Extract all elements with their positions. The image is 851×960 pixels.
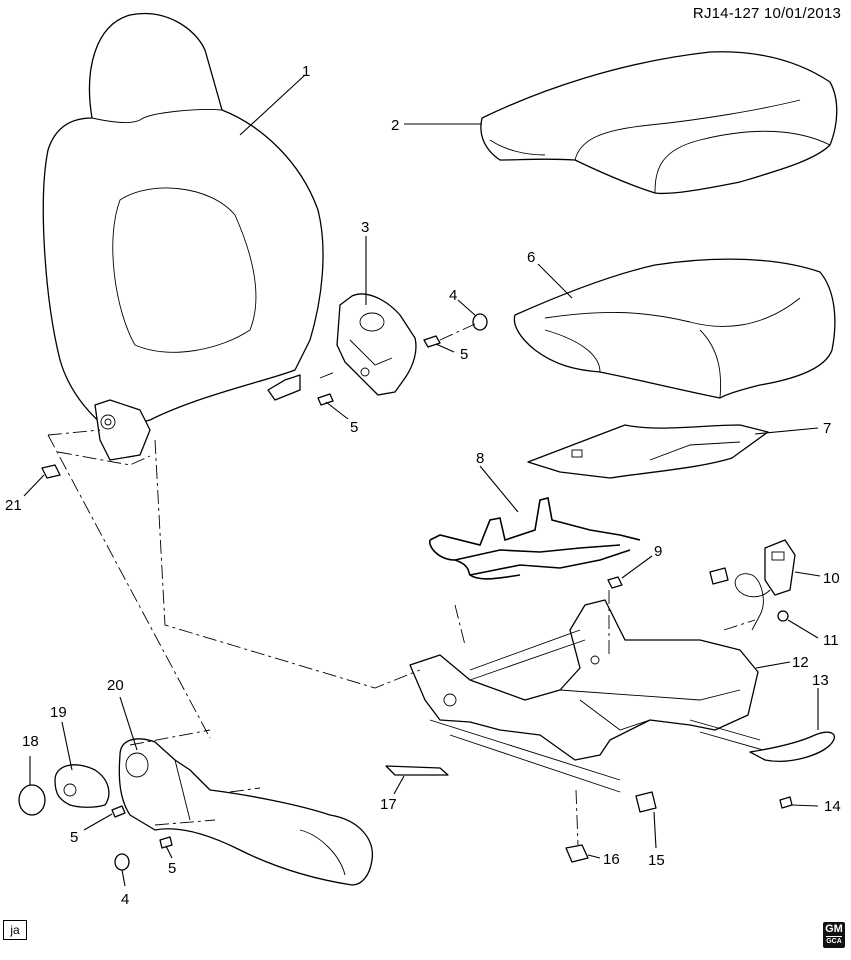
callout-13: 13 [812,672,829,689]
adjuster-handle-part [749,731,835,762]
callout-4: 4 [449,287,457,304]
buckle-part [709,539,796,631]
callout-14: 14 [824,798,841,815]
cushion-pad-part [513,258,836,399]
callout-5: 5 [350,419,358,436]
gm-logo-text: GM [825,923,843,935]
callout-19: 19 [50,704,67,721]
callout-labels: 1 2 3 4 5 5 6 7 8 9 10 11 12 13 14 15 16… [5,63,841,908]
seatback-part [42,13,324,461]
diagram-reference: RJ14-127 10/01/2013 [692,5,841,22]
callout-5: 5 [460,346,468,363]
diagram-tag: ja [3,920,27,940]
bracket-part [385,765,449,776]
recliner-handle-part [54,764,110,808]
callout-9: 9 [654,543,662,560]
callout-10: 10 [823,570,840,587]
callout-16: 16 [603,851,620,868]
callout-17: 17 [380,796,397,813]
callout-5: 5 [168,860,176,877]
nut-part [607,576,623,589]
screw-part [779,796,793,809]
recliner-cover-part [336,293,417,396]
callout-7: 7 [823,420,831,437]
plug-part [472,313,488,331]
clip-part [565,844,589,863]
seat-frame-part [409,599,771,793]
cap-part [18,784,46,816]
nut-part [777,610,789,622]
callout-18: 18 [22,733,39,750]
plug-part [114,853,130,871]
callout-8: 8 [476,450,484,467]
insulator-part [527,424,769,479]
callout-15: 15 [648,852,665,869]
callout-1: 1 [302,63,310,80]
callout-20: 20 [107,677,124,694]
side-shield-part [118,738,373,886]
clip-part [635,791,657,813]
callout-5: 5 [70,829,78,846]
callout-2: 2 [391,117,399,134]
suspension-spring-part [429,497,641,580]
leader-lines [23,74,821,887]
callout-4: 4 [121,891,129,908]
screw-part [111,805,173,849]
cushion-cover-part [480,51,838,195]
callout-6: 6 [527,249,535,266]
nut-part [41,464,61,479]
callout-3: 3 [361,219,369,236]
callout-12: 12 [792,654,809,671]
gm-logo: GM GCA [823,922,845,948]
callout-11: 11 [823,632,839,649]
phantom-lines [47,323,756,846]
gm-logo-subtext: GCA [826,936,842,945]
callout-21: 21 [5,497,22,514]
